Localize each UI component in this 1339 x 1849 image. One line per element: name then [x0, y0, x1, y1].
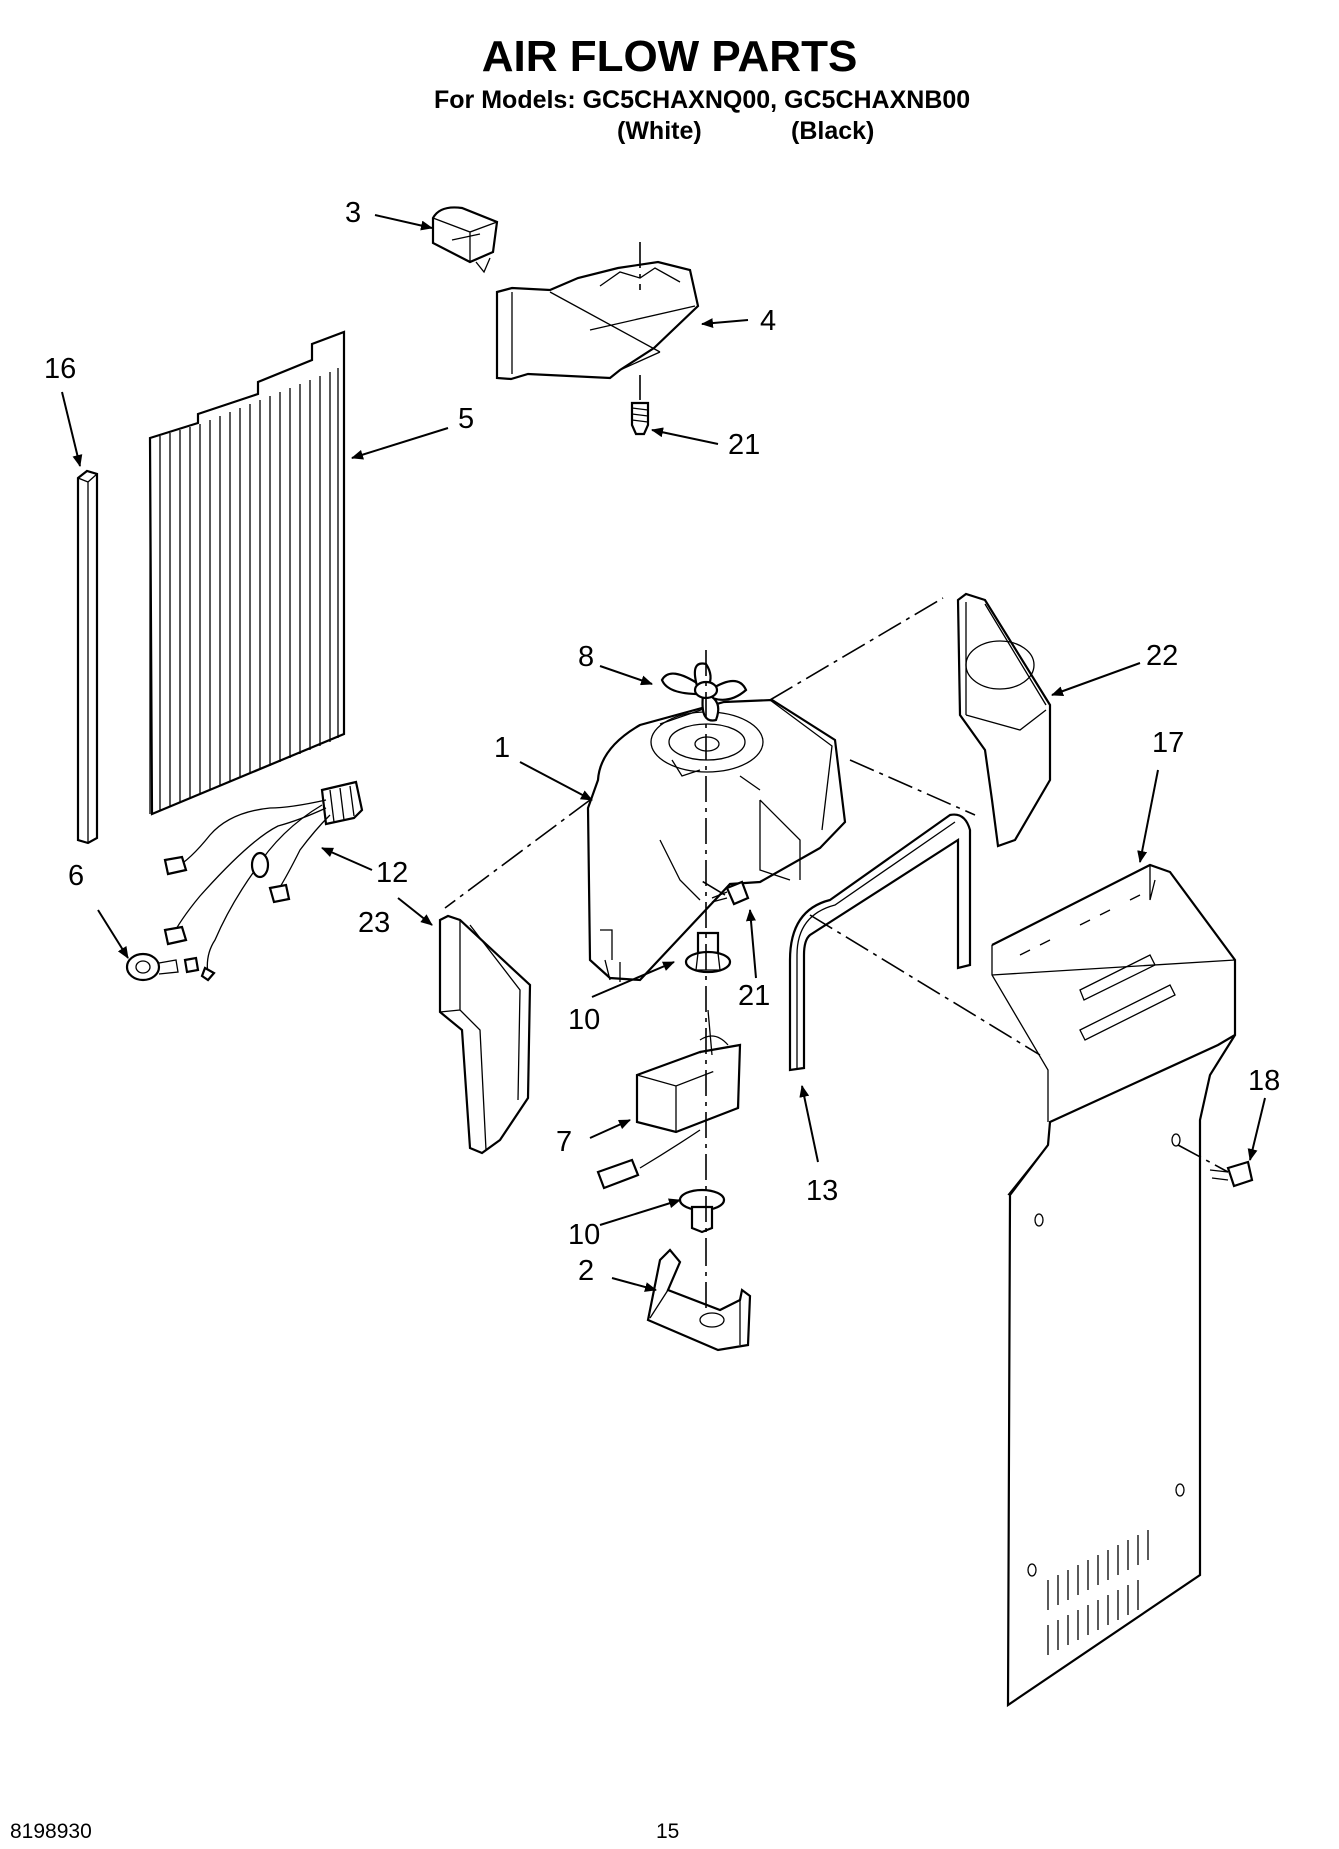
part-3-clip [431, 206, 499, 274]
part-16-strip [76, 469, 99, 845]
part-23-baffle [438, 914, 532, 1155]
callout-6: 6 [68, 860, 84, 892]
callout-22: 22 [1146, 640, 1178, 672]
part-12-wire-harness [163, 780, 364, 982]
part-22-side-panel [956, 592, 1052, 848]
part-1-fan-shroud [586, 698, 847, 982]
part-13-channel [788, 813, 972, 1072]
part-2-bracket [646, 1248, 752, 1352]
page-title: AIR FLOW PARTS [481, 32, 858, 81]
part-18-screw [1209, 1160, 1254, 1188]
part-10-grommet-upper [684, 931, 732, 974]
callout-5: 5 [458, 403, 474, 435]
callout-12: 12 [376, 857, 408, 889]
callout-13: 13 [806, 1175, 838, 1207]
callout-21-upper: 21 [728, 429, 760, 461]
part-4-duct [495, 242, 700, 400]
callout-10-lower: 10 [568, 1219, 600, 1251]
callout-17: 17 [1152, 727, 1184, 759]
assembly-lines [444, 597, 1229, 1310]
document-number: 8198930 [10, 1820, 92, 1843]
callout-1: 1 [494, 732, 510, 764]
callout-2: 2 [578, 1255, 594, 1287]
leader-lines [61, 214, 1266, 1292]
page-number: 15 [656, 1820, 680, 1843]
callout-10-upper: 10 [568, 1004, 600, 1036]
callout-3: 3 [345, 197, 361, 229]
variant-white: (White) [617, 117, 702, 145]
callout-4: 4 [760, 305, 776, 337]
callout-23: 23 [358, 907, 390, 939]
models-line: For Models: GC5CHAXNQ00, GC5CHAXNB00 [434, 86, 971, 114]
part-8-fan-blade [660, 662, 748, 722]
callout-18: 18 [1248, 1065, 1280, 1097]
part-21-screw-lower [711, 880, 750, 906]
part-7-fan-motor [596, 1009, 742, 1190]
part-17-rear-cover [991, 863, 1237, 1708]
callout-8: 8 [578, 641, 594, 673]
variant-black: (Black) [791, 117, 875, 145]
part-21-screw-upper [630, 401, 650, 436]
callout-7: 7 [556, 1126, 572, 1158]
part-10-grommet-lower [678, 1188, 726, 1234]
callout-21-lower: 21 [738, 980, 770, 1012]
callout-16: 16 [44, 353, 76, 385]
part-6-grommet [125, 952, 179, 982]
part-5-evaporator-panel [148, 330, 346, 816]
